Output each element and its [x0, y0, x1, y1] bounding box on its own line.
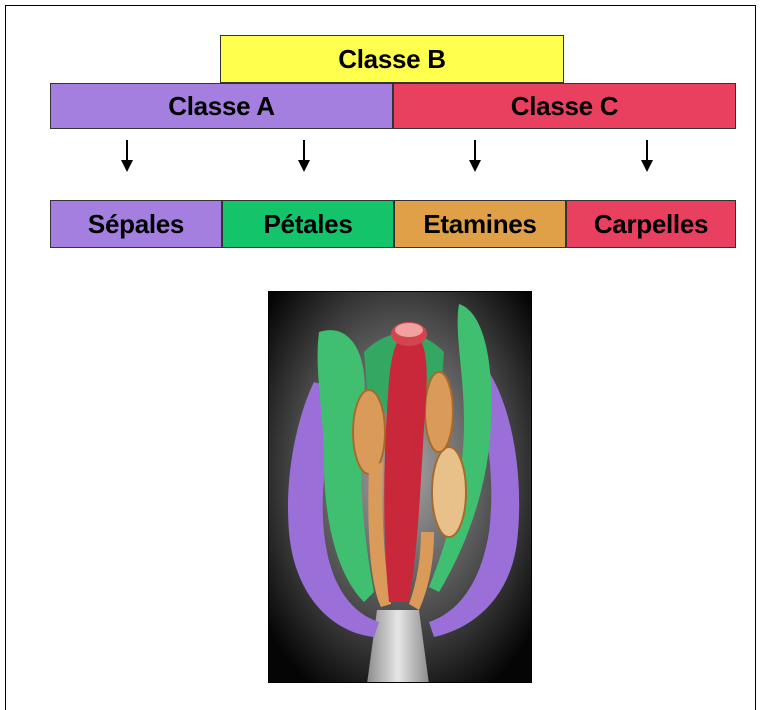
class-b-bar: Classe B — [220, 35, 564, 83]
down-arrow-icon — [641, 140, 653, 172]
flower-micrograph-image — [268, 291, 532, 683]
organ-petales: Pétales — [222, 200, 394, 248]
down-arrow-icon — [469, 140, 481, 172]
down-arrow-icon — [121, 140, 133, 172]
organ-etamines: Etamines — [394, 200, 566, 248]
class-a-bar: Classe A — [50, 83, 393, 129]
class-c-bar: Classe C — [393, 83, 736, 129]
organ-sepales: Sépales — [50, 200, 222, 248]
down-arrow-icon — [298, 140, 310, 172]
organ-carpelles: Carpelles — [566, 200, 736, 248]
